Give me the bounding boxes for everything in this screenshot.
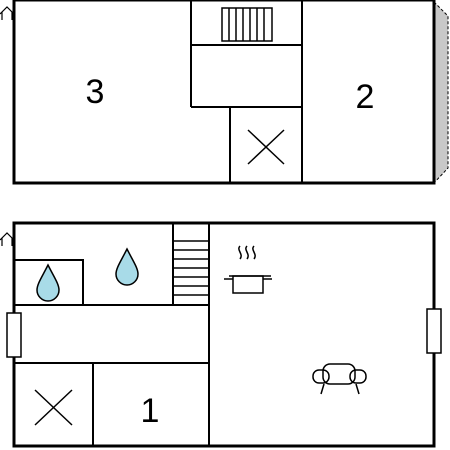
cooking-pot-icon [224,245,272,294]
door-icon [0,6,15,20]
shower-area [13,259,84,306]
staircase-icon [221,7,273,42]
window-icon [426,308,442,354]
window-icon [6,312,22,358]
lower-floor-outline [12,221,436,448]
room-label-3: 3 [86,73,105,111]
door-icon [0,232,15,246]
void-cross-icon [34,389,73,426]
balcony-icon [433,0,449,185]
water-drop-icon [36,263,60,302]
lower-floor: 1 [0,221,442,448]
upper-floor: 3 2 [0,0,449,185]
armchair-icon [312,363,367,395]
staircase-icon [173,240,209,296]
void-cross-icon [247,129,285,165]
upper-floor-outline [12,0,436,185]
room-label-1: 1 [141,392,160,430]
room-label-2: 2 [356,78,375,116]
water-drop-icon [115,247,139,286]
